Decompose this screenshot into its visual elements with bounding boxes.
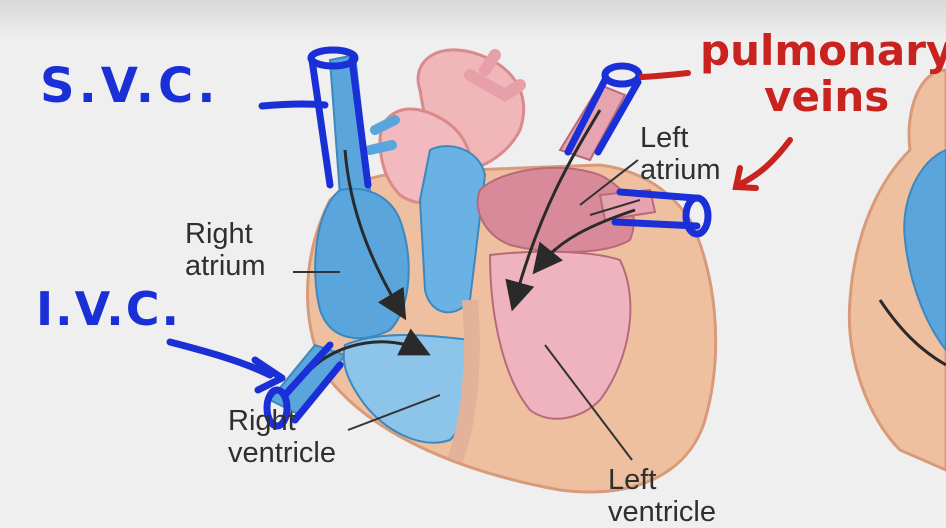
label-left-atrium-line1: Left xyxy=(640,122,689,154)
label-right-atrium-line1: Right xyxy=(185,218,253,250)
label-left-atrium-line2: atrium xyxy=(640,154,721,186)
label-right-atrium-line2: atrium xyxy=(185,250,266,282)
leader-right-ventricle xyxy=(347,394,441,431)
superior-vena-cava xyxy=(328,53,372,197)
label-right-ventricle: Right ventricle xyxy=(228,405,336,469)
right-atrium-chamber xyxy=(314,187,410,340)
leader-left-atrium xyxy=(579,159,639,206)
label-right-ventricle-line1: Right xyxy=(228,405,296,437)
flow-arrow-svc xyxy=(343,149,407,321)
annotation-pulmonary-veins: pulmonary veins xyxy=(700,28,946,120)
aortic-branches xyxy=(464,49,526,103)
label-left-ventricle-line2: ventricle xyxy=(608,496,716,528)
top-shade xyxy=(0,0,946,40)
label-left-ventricle-line1: Left xyxy=(608,464,657,496)
second-heart-arrow xyxy=(878,299,946,367)
label-right-ventricle-line2: ventricle xyxy=(228,437,336,469)
right-ventricle-chamber xyxy=(342,334,475,444)
leader-left-ventricle xyxy=(544,344,633,461)
left-atrium-chamber xyxy=(476,166,635,253)
label-left-ventricle: Left ventricle xyxy=(608,464,716,528)
flow-arrow-ivc xyxy=(308,328,431,372)
annotation-svc: S.V.C. xyxy=(40,58,220,114)
flow-arrow-pulm-lower xyxy=(532,208,636,275)
handwriting-blue-strokes xyxy=(166,46,712,430)
annotation-pulmonary-line1: pulmonary xyxy=(700,26,946,75)
septum xyxy=(447,299,480,463)
leader-left-atrium-2 xyxy=(589,199,641,216)
handwriting-red-strokes xyxy=(639,70,793,191)
label-left-atrium: Left atrium xyxy=(640,122,721,186)
annotation-pulmonary-line2: veins xyxy=(764,72,890,121)
second-heart-blue xyxy=(903,148,946,352)
flow-arrow-pulm-upper xyxy=(505,109,602,312)
label-right-atrium: Right atrium xyxy=(185,218,266,282)
pulmonary-artery-stubs xyxy=(365,115,400,155)
annotation-ivc: I.V.C. xyxy=(36,282,181,336)
